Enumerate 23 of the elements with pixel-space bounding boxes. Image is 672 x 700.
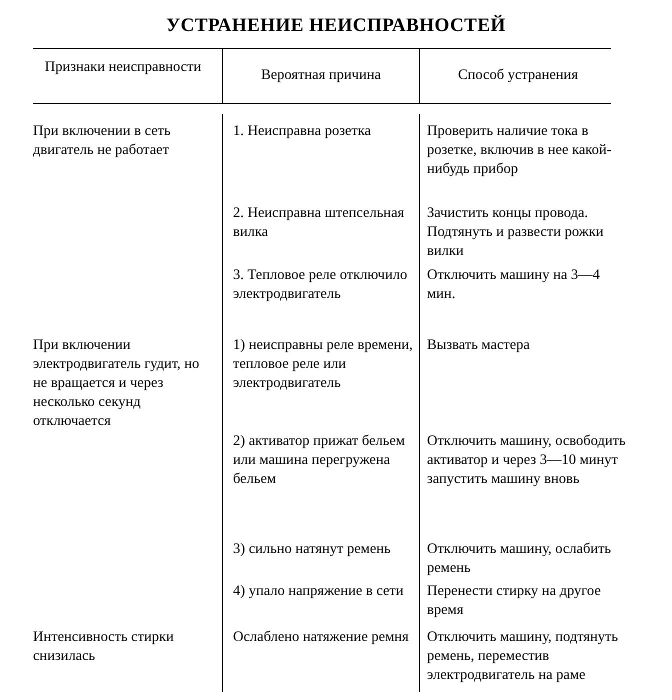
table-cell-text: Ослаблено натяжение ремня	[233, 628, 410, 647]
table-cell-text: Зачистить концы провода. Подтянуть и развести рожки вилки	[427, 204, 605, 261]
table-cell-text: Отключить машину, подтянуть ремень, переместив электродвигатель на раме	[427, 628, 619, 685]
table-cell-text: При включении электродвигатель гудит, но не вращается и через несколько секунд отключается	[33, 336, 200, 431]
table-cell-text: Интенсивность стирки снизилась	[33, 628, 175, 666]
table-cell-text: Отключить машину, освободить активатор и через 3—10 минут запустить машину вновь	[427, 432, 627, 489]
table-cell-text: 3) сильно натянут ремень	[233, 540, 392, 559]
table-cell-text: Отключить машину на 3—4 мин.	[427, 266, 601, 304]
table-cell-text: 4) упало напряжение в сети	[233, 582, 405, 601]
table-title: УСТРАНЕНИЕ НЕИСПРАВНОСТЕЙ	[165, 14, 507, 38]
table-cell-text: Проверить наличие тока в розетке, включив в нее какой-нибудь прибор	[427, 122, 612, 179]
table-cell-text: 1) неисправны реле времени, тепловое реле или электродвигатель	[233, 336, 414, 393]
column-header: Способ устранения	[456, 66, 579, 85]
table-cell-text: 1. Неисправна розетка	[233, 122, 372, 141]
table-cell-text: При включении в сеть двигатель не работает	[33, 122, 172, 160]
column-header: Вероятная причина	[260, 66, 382, 85]
table-cell-text: 2. Неисправна штепсельная вилка	[233, 204, 406, 242]
table-cell-text: 2) активатор прижат бельем или машина перегружена бельем	[233, 432, 406, 489]
table-cell-text: 3. Тепловое реле отключило электродвигатель	[233, 266, 408, 304]
column-header: Признаки неисправности	[44, 58, 202, 77]
table-cell-text: Отключить машину, ослабить ремень	[427, 540, 612, 578]
table-cell-text: Вызвать мастера	[427, 336, 531, 355]
table-cell-text: Перенести стирку на другое время	[427, 582, 602, 620]
